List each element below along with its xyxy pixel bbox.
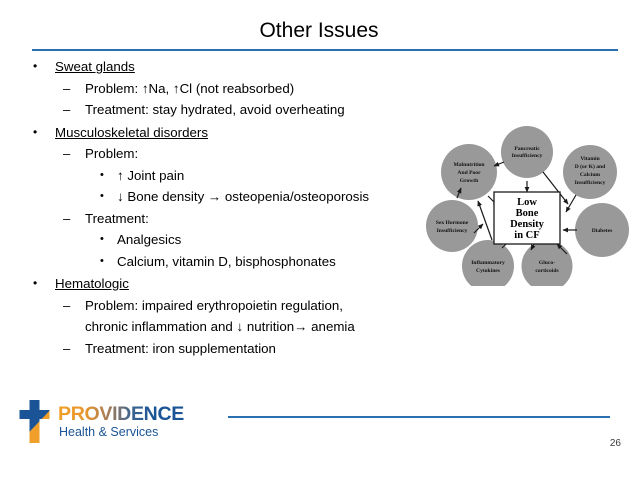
- cross-icon: [19, 400, 50, 443]
- node-pancreatic-insufficiency: [501, 126, 553, 178]
- diagram-nodes: [426, 126, 629, 286]
- bullet-text: Treatment: iron supplementation: [85, 340, 276, 356]
- list-item: – Problem: ↑Na, ↑Cl (not reabsorbed): [0, 78, 440, 100]
- label-malnutrition-2: And Poor: [457, 170, 481, 176]
- low-bone-density-diagram: Low Bone Density in CF Pancreatic Insuff…: [424, 126, 630, 286]
- bullet-list: • Sweat glands – Problem: ↑Na, ↑Cl (not …: [0, 55, 440, 359]
- label-vitamin-1: Vitamin: [580, 156, 600, 162]
- list-item: • ↓ Bone density → osteopenia/osteoporos…: [0, 186, 440, 208]
- page-title: Other Issues: [259, 19, 379, 42]
- bullet-marker: –: [63, 146, 71, 161]
- label-diabetes: Diabetes: [592, 228, 613, 234]
- node-diabetes: [575, 203, 629, 257]
- bullet-text: Problem: ↑Na, ↑Cl (not reabsorbed): [85, 80, 295, 96]
- bullet-marker: •: [33, 59, 38, 73]
- bullet-text: Problem: impaired erythropoietin regulat…: [85, 297, 343, 313]
- list-item: • Hematologic: [0, 273, 440, 295]
- list-item: • Calcium, vitamin D, bisphosphonates: [0, 251, 440, 273]
- footer-divider: [228, 416, 610, 418]
- label-sex-hormone-2: Insufficiency: [437, 228, 468, 234]
- bullet-text-wrap: Problem: impaired erythropoietin regulat…: [85, 295, 440, 338]
- center-line-2: Bone: [516, 208, 539, 219]
- label-inflammatory-cytokines-2: Cytokines: [476, 268, 501, 274]
- page-number: 26: [609, 438, 621, 449]
- diagram-arrows: [456, 161, 577, 255]
- list-item: – Problem: impaired erythropoietin regul…: [0, 295, 440, 338]
- list-item: • Analgesics: [0, 229, 440, 251]
- bullet-text: Sweat glands: [55, 59, 135, 74]
- center-box-label: Low Bone Density in CF: [510, 197, 545, 241]
- label-pancreatic-insufficiency-1: Pancreatic: [514, 146, 540, 152]
- bullet-text-continued: chronic inflammation and ↓ nutrition→ an…: [85, 319, 355, 334]
- bullet-marker: –: [63, 102, 71, 117]
- bullet-text: Analgesics: [117, 232, 182, 247]
- list-item: • ↑ Joint pain: [0, 165, 440, 187]
- bullet-marker: –: [63, 297, 71, 313]
- node-malnutrition-poor-growth: [441, 144, 497, 200]
- logo-tagline: Health & Services: [59, 425, 158, 439]
- bullet-marker: •: [100, 168, 104, 181]
- node-vitamin-d-calcium-insufficiency: [563, 145, 617, 199]
- bullet-marker: •: [33, 276, 38, 290]
- bullet-marker: •: [100, 233, 104, 245]
- bullet-marker: •: [100, 254, 104, 267]
- label-vitamin-3: Calcium: [580, 172, 601, 178]
- center-line-3: Density: [510, 219, 545, 230]
- list-item: • Musculoskeletal disorders: [0, 122, 440, 144]
- bullet-text: Treatment: stay hydrated, avoid overheat…: [85, 102, 345, 117]
- center-line-1: Low: [517, 197, 537, 208]
- center-box: [493, 191, 561, 245]
- label-inflammatory-cytokines-1: Inflammatory: [471, 260, 505, 266]
- bullet-marker: •: [33, 124, 38, 139]
- bullet-text: Musculoskeletal disorders: [55, 124, 208, 140]
- bullet-marker: –: [63, 80, 71, 96]
- center-line-4: in CF: [514, 230, 539, 241]
- label-pancreatic-insufficiency-2: Insufficiency: [512, 153, 543, 159]
- bullet-text: ↑ Joint pain: [117, 167, 185, 183]
- bullet-marker: –: [63, 210, 71, 226]
- node-glucocorticoids: [521, 240, 573, 286]
- providence-logo: PROVIDENCE Health & Services: [14, 398, 229, 448]
- node-inflammatory-cytokines: [462, 240, 514, 286]
- label-malnutrition-3: Growth: [460, 178, 479, 184]
- diagram-node-labels: Pancreatic Insufficiency Vitamin D (or K…: [436, 146, 613, 274]
- label-sex-hormone-1: Sex Hormone: [436, 220, 469, 226]
- list-item: • Sweat glands: [0, 56, 440, 78]
- title-divider: [32, 49, 618, 51]
- logo-wordmark: PROVIDENCE: [58, 403, 184, 425]
- label-vitamin-2: D (or K) and: [575, 163, 606, 170]
- bullet-text: Calcium, vitamin D, bisphosphonates: [117, 253, 336, 269]
- node-sex-hormone-insufficiency: [426, 200, 478, 252]
- list-item: – Problem:: [0, 143, 440, 165]
- bullet-text: Problem:: [85, 146, 139, 161]
- list-item: – Treatment:: [0, 208, 440, 230]
- label-malnutrition-1: Malnutrition: [453, 162, 485, 168]
- list-item: – Treatment: stay hydrated, avoid overhe…: [0, 99, 440, 121]
- list-item: – Treatment: iron supplementation: [0, 338, 440, 360]
- label-vitamin-4: Insufficiency: [575, 180, 606, 186]
- bullet-marker: •: [100, 190, 104, 202]
- label-glucocorticoids-1: Gluco-: [539, 260, 555, 266]
- bullet-text: ↓ Bone density → osteopenia/osteoporosis: [117, 189, 370, 204]
- bullet-text: Hematologic: [55, 276, 129, 291]
- label-glucocorticoids-2: corticoids: [535, 268, 559, 274]
- bullet-marker: –: [63, 340, 71, 356]
- bullet-text: Treatment:: [85, 210, 149, 226]
